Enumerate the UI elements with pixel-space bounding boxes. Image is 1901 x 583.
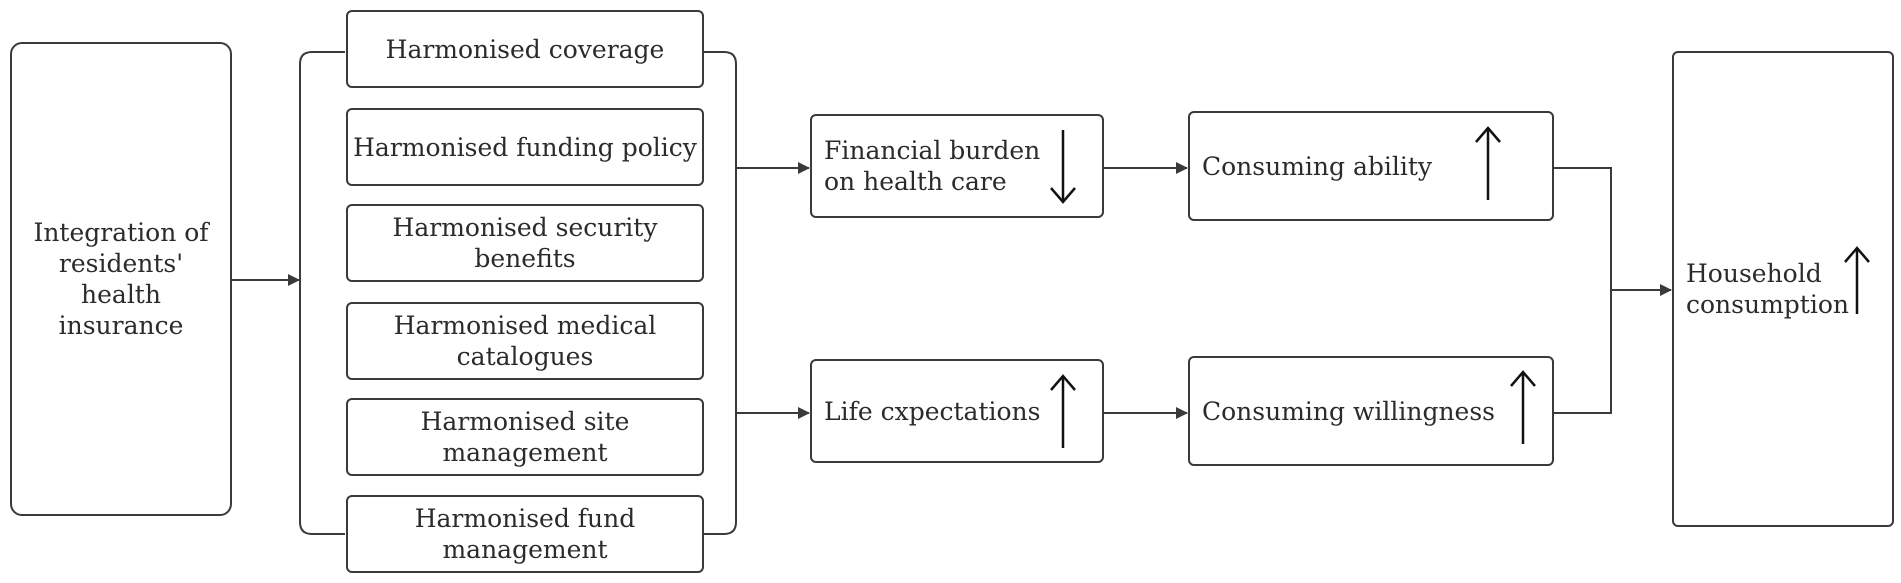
mediator-label: Life cxpectations xyxy=(824,396,1041,426)
factor-label: Consuming ability xyxy=(1202,151,1433,181)
source-box: Integration of residents' health insuran… xyxy=(10,42,232,516)
outcome-label: Household consumption xyxy=(1686,259,1849,319)
policy-box-funding: Harmonised funding policy xyxy=(346,108,704,186)
policy-label: Harmonised medical catalogues xyxy=(393,311,657,371)
factor-label: Consuming willingness xyxy=(1202,396,1496,426)
mediator-box-financial: Financial burden on health care xyxy=(810,114,1104,218)
factor-box-willingness: Consuming willingness xyxy=(1188,356,1554,466)
trend-arrow-ability-icon xyxy=(1475,126,1501,200)
policy-group-bracket xyxy=(299,51,737,535)
trend-arrow-life-icon xyxy=(1050,374,1076,448)
policy-label: Harmonised funding policy xyxy=(353,132,697,162)
connector-willingness-outcome xyxy=(1553,290,1612,414)
policy-box-security: Harmonised security benefits xyxy=(346,204,704,282)
policy-box-fund: Harmonised fund management xyxy=(346,495,704,573)
trend-arrow-financial-icon xyxy=(1050,130,1076,204)
policy-label: Harmonised site management xyxy=(420,407,630,467)
trend-arrow-outcome-icon xyxy=(1844,246,1870,314)
policy-label: Harmonised coverage xyxy=(385,34,665,64)
connector-ability-outcome xyxy=(1553,167,1612,290)
trend-arrow-willingness-icon xyxy=(1510,370,1536,444)
factor-box-ability: Consuming ability xyxy=(1188,111,1554,221)
mediator-label: Financial burden on health care xyxy=(824,136,1041,196)
policy-label: Harmonised fund management xyxy=(414,504,636,564)
mediator-box-life: Life cxpectations xyxy=(810,359,1104,463)
policy-label: Harmonised security benefits xyxy=(392,213,658,273)
policy-box-medical: Harmonised medical catalogues xyxy=(346,302,704,380)
policy-box-coverage: Harmonised coverage xyxy=(346,10,704,88)
source-label: Integration of residents' health insuran… xyxy=(33,218,209,340)
policy-box-site: Harmonised site management xyxy=(346,398,704,476)
